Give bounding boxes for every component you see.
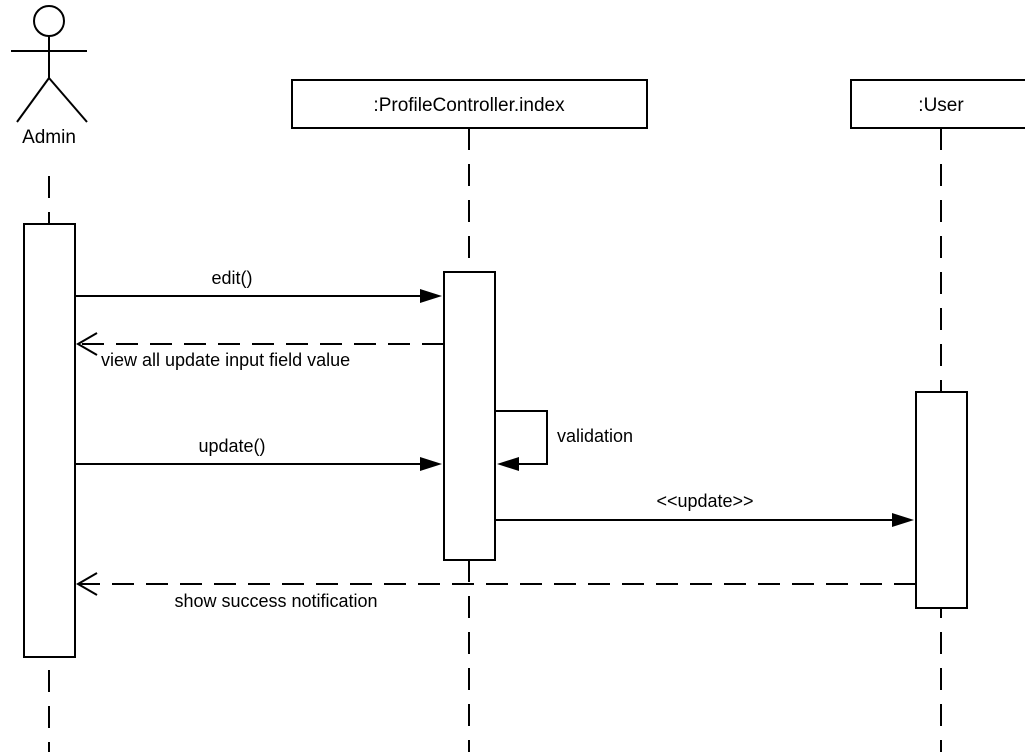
actor-label: Admin [22,127,76,148]
actor-head [33,5,65,37]
message-edit-label: edit() [211,268,252,288]
activation-profilecontroller [443,271,496,561]
message-success-label: show success notification [174,591,377,611]
lifeline-profilecontroller-head [291,79,648,129]
activation-admin [23,223,76,658]
message-validation-label: validation [557,426,633,446]
message-update-stereotype: <<update>> [495,491,914,527]
message-update: update() [75,436,442,471]
message-view-values-return: view all update input field value [76,332,444,370]
activation-user [915,391,968,609]
actor-admin [11,5,88,123]
actor-left-leg [16,77,50,123]
message-validation-self: validation [495,410,633,471]
message-update-stereotype-label: <<update>> [656,491,753,511]
lifeline-profilecontroller-label: :ProfileController.index [373,95,565,116]
message-success-return: show success notification [76,572,916,611]
message-update-label: update() [198,436,265,456]
lifeline-user-head [850,79,1025,129]
lifeline-user-label: :User [918,95,964,116]
message-view-values-label: view all update input field value [101,350,350,370]
actor-right-leg [48,77,88,123]
message-edit: edit() [75,268,442,303]
